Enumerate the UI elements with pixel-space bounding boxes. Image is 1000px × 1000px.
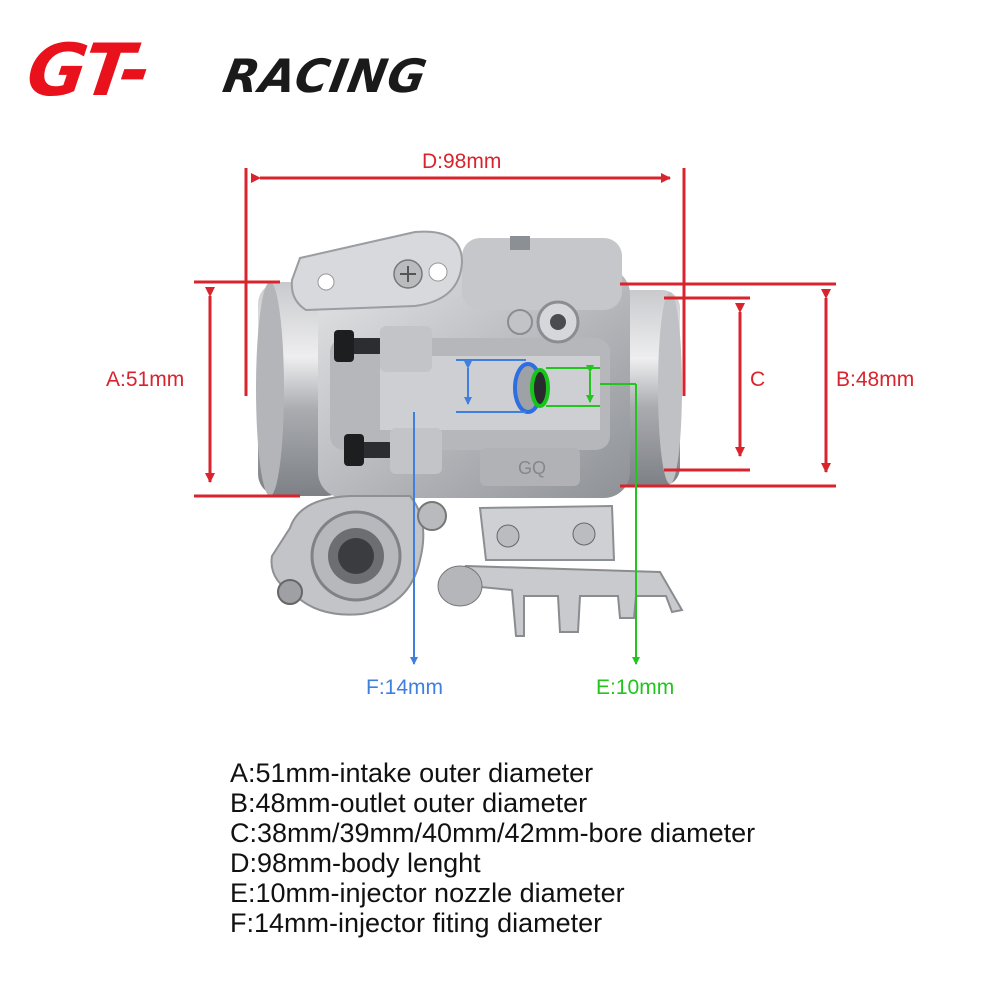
- legend-item-d: D:98mm-body lenght: [230, 848, 481, 878]
- legend-item-e: E:10mm-injector nozzle diameter: [230, 878, 625, 908]
- dim-b-label: B:48mm: [836, 368, 915, 391]
- legend-item-a: A:51mm-intake outer diameter: [230, 758, 594, 788]
- dim-a-label: A:51mm: [106, 368, 185, 391]
- dim-e-label: E:10mm: [596, 676, 675, 699]
- dim-f-label: F:14mm: [366, 676, 444, 699]
- part-marking: GQ: [518, 458, 546, 478]
- legend-item-f: F:14mm-injector fiting diameter: [230, 908, 603, 938]
- dimension-legend: A:51mm-intake outer diameter B:48mm-outl…: [230, 758, 755, 938]
- dim-d-label: D:98mm: [422, 150, 502, 173]
- dim-c-label: C: [750, 368, 766, 391]
- throttle-body-photo: [256, 230, 684, 637]
- legend-item-b: B:48mm-outlet outer diameter: [230, 788, 588, 818]
- legend-item-c: C:38mm/39mm/40mm/42mm-bore diameter: [230, 818, 756, 848]
